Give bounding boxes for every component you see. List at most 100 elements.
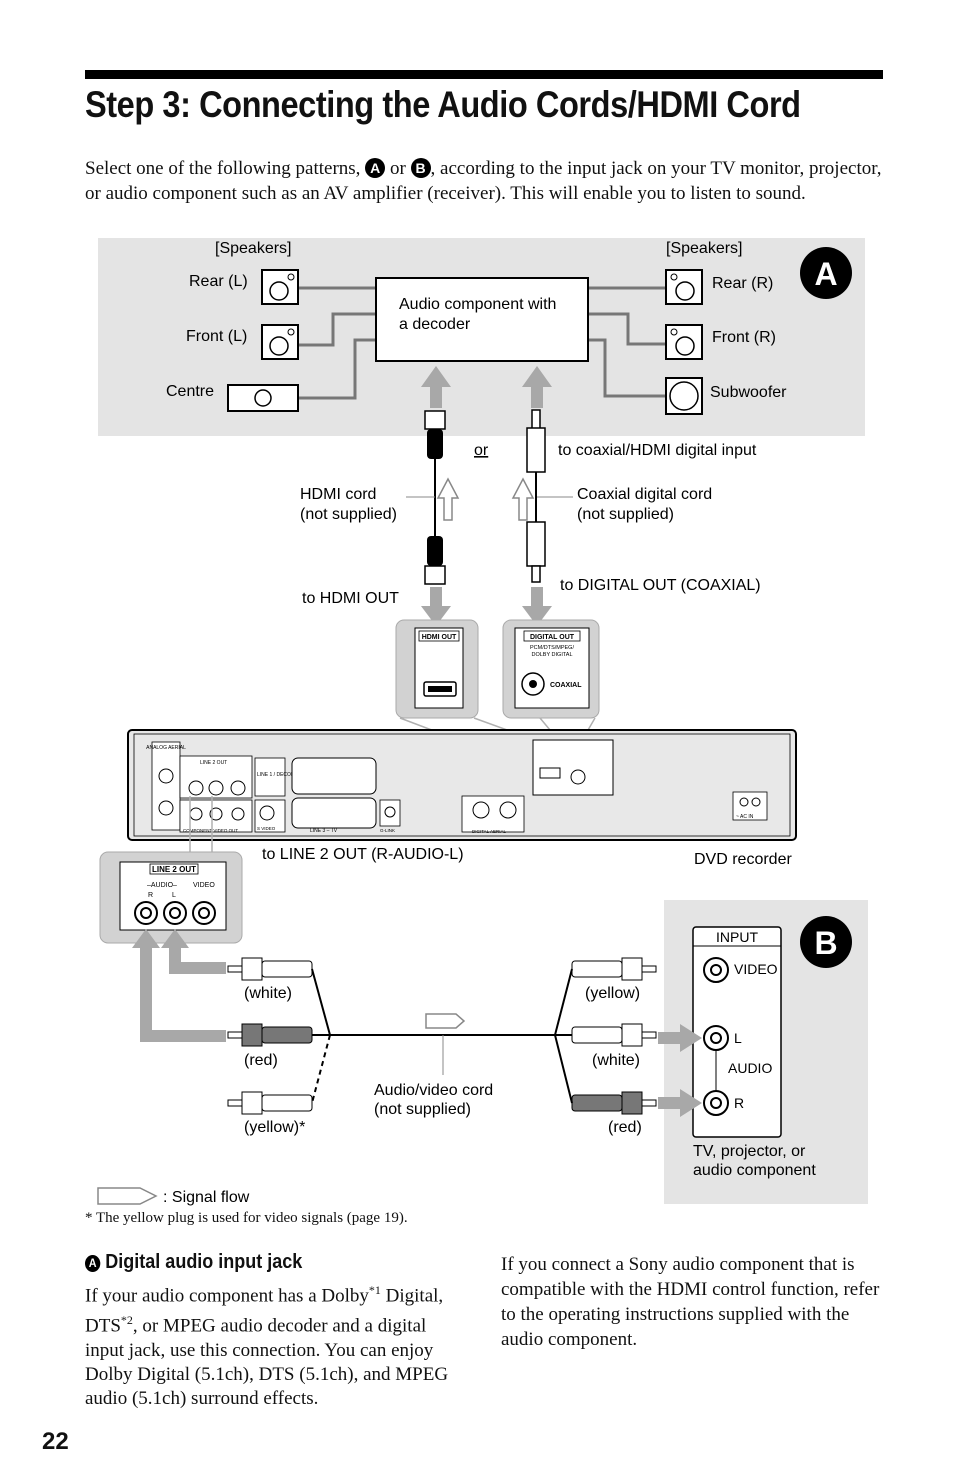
- page-number: 22: [42, 1428, 69, 1455]
- hollow-arrow-coax-icon: [511, 477, 535, 521]
- input-l-label: L: [734, 1030, 742, 1046]
- rear-digital-aerial-label: DIGITAL AERIAL: [472, 829, 507, 834]
- intro-text-1: Select one of the following patterns,: [85, 158, 366, 179]
- marker-b-icon: B: [410, 158, 431, 178]
- signal-arrows-tv: [658, 1024, 702, 1117]
- signal-arrows-line2: [132, 929, 226, 1042]
- left-plugs-icon: [227, 957, 313, 1115]
- front-l-label: Front (L): [186, 328, 247, 345]
- title-rule: [85, 70, 883, 79]
- marker-b-big-icon: [800, 916, 852, 968]
- marker-a-big-icon: [800, 247, 852, 299]
- speaker-front-r-icon: [665, 324, 703, 360]
- digital-out-sub1: PCM/DTS/MPEG/: [530, 645, 574, 651]
- to-coaxial-hdmi-label: to coaxial/HDMI digital input: [558, 442, 757, 459]
- dvd-recorder-rear: ANALOG AERIAL LINE 2 OUT COMPONENT VIDEO…: [127, 729, 797, 841]
- marker-a-small-icon: A: [85, 1255, 101, 1272]
- line2-audio-label: –AUDIO–: [147, 882, 177, 889]
- marker-a-big: A: [814, 256, 837, 292]
- audio-component-label-1: Audio component with: [399, 296, 556, 313]
- coaxial-panel-label: COAXIAL: [550, 682, 582, 689]
- rear-analog-aerial-label: ANALOG AERIAL: [146, 745, 186, 751]
- front-r-label: Front (R): [712, 329, 776, 346]
- rear-line3-label: LINE 3 – TV: [310, 828, 338, 834]
- line2-l-label: L: [172, 892, 176, 899]
- hollow-arrow-hdmi-icon: [436, 477, 460, 521]
- line2-out-label: LINE 2 OUT: [152, 865, 196, 874]
- intro-paragraph: Select one of the following patterns, A …: [85, 156, 885, 206]
- speaker-front-l-icon: [261, 324, 299, 360]
- input-audio-label: AUDIO: [728, 1060, 772, 1076]
- rear-line1-label: LINE 1 / DECODER: [257, 772, 302, 778]
- av-cord: [311, 968, 573, 1104]
- section-paragraph-2: If you connect a Sony audio component th…: [501, 1254, 880, 1350]
- input-video-label: VIDEO: [734, 961, 778, 977]
- tv-label-1: TV, projector, or: [693, 1143, 806, 1160]
- audio-component-box: [375, 277, 589, 362]
- audio-component-label-2: a decoder: [399, 316, 471, 333]
- hdmi-cord-label-1: HDMI cord: [300, 486, 376, 503]
- signal-arrows-down: [421, 587, 552, 626]
- sup-1: *1: [368, 1283, 381, 1297]
- centre-label: Centre: [166, 383, 214, 400]
- tv-label-2: audio component: [693, 1162, 816, 1179]
- sup-2: *2: [120, 1313, 133, 1328]
- digital-out-panel-label: DIGITAL OUT: [530, 634, 575, 641]
- line2-zoom-lines: [189, 796, 213, 852]
- white-right-label: (white): [592, 1052, 640, 1069]
- signal-arrows-up: [421, 366, 552, 408]
- rear-svideo-label: S VIDEO: [257, 826, 276, 831]
- yellow-right-label: (yellow): [585, 985, 640, 1002]
- p1-a: If your audio component has a Dolby: [85, 1285, 369, 1307]
- speaker-rear-l-icon: [261, 269, 299, 305]
- rear-line2-label: LINE 2 OUT: [200, 760, 227, 766]
- to-digital-out-label: to DIGITAL OUT (COAXIAL): [560, 577, 761, 594]
- av-cord-label-1: Audio/video cord: [374, 1082, 493, 1099]
- rear-ac-in-label: ~ AC IN: [736, 814, 754, 820]
- line2-video-label: VIDEO: [193, 882, 215, 889]
- to-line2-out-label: to LINE 2 OUT (R-AUDIO-L): [262, 846, 464, 863]
- rear-component-label: COMPONENT VIDEO OUT: [183, 828, 238, 833]
- footnote: * The yellow plug is used for video sign…: [85, 1210, 408, 1226]
- digital-out-sub2: DOLBY DIGITAL: [531, 652, 572, 658]
- input-r-label: R: [734, 1095, 744, 1111]
- tv-jacks-icon: [703, 957, 729, 1116]
- intro-or: or: [385, 158, 411, 179]
- red-right-label: (red): [608, 1119, 642, 1136]
- coaxial-cord-icon: [526, 409, 546, 583]
- right-plugs-icon: [571, 957, 657, 1115]
- signal-flow-arrow-icon: [97, 1187, 158, 1205]
- speaker-rear-r-icon: [665, 269, 703, 305]
- white-left-label: (white): [244, 985, 292, 1002]
- to-hdmi-out-label: to HDMI OUT: [302, 590, 399, 607]
- hdmi-out-panel-label: HDMI OUT: [422, 634, 457, 641]
- marker-b-big: B: [814, 925, 837, 961]
- section-paragraph-1: If your audio component has a Dolby*1 Di…: [85, 1278, 470, 1411]
- signal-flow-label: : Signal flow: [163, 1189, 250, 1206]
- dvd-recorder-label: DVD recorder: [694, 851, 792, 868]
- or-label: or: [474, 442, 489, 459]
- input-label: INPUT: [716, 929, 758, 945]
- p1-c: , or MPEG audio decoder and a digital in…: [85, 1315, 449, 1409]
- red-left-label: (red): [244, 1052, 278, 1069]
- rear-glink-label: G-LINK: [380, 828, 395, 833]
- intro-text-2: , according to the input jack on your TV…: [85, 158, 882, 204]
- p1-b: Digital, DTS: [85, 1285, 444, 1337]
- marker-a-icon: A: [365, 158, 386, 178]
- connection-diagram: A [Speakers] [Speakers] Rear (L) Front (…: [97, 238, 868, 1206]
- speaker-centre-icon: [227, 384, 299, 412]
- rear-l-label: Rear (L): [189, 273, 248, 290]
- section-heading-text: Digital audio input jack: [105, 1251, 303, 1273]
- subwoofer-label: Subwoofer: [710, 384, 787, 401]
- subwoofer-icon: [665, 377, 703, 415]
- line2-jacks-icon: [134, 901, 216, 925]
- coax-cord-label-1: Coaxial digital cord: [577, 486, 712, 503]
- section-heading: A Digital audio input jack: [85, 1251, 302, 1274]
- line2-r-label: R: [148, 892, 153, 899]
- speakers-left-label: [Speakers]: [215, 240, 291, 257]
- page-title: Step 3: Connecting the Audio Cords/HDMI …: [85, 84, 801, 125]
- coax-cord-label-2: (not supplied): [577, 506, 674, 523]
- rear-r-label: Rear (R): [712, 275, 773, 292]
- speaker-wires: [298, 286, 666, 400]
- yellow-left-label: (yellow)*: [244, 1119, 305, 1136]
